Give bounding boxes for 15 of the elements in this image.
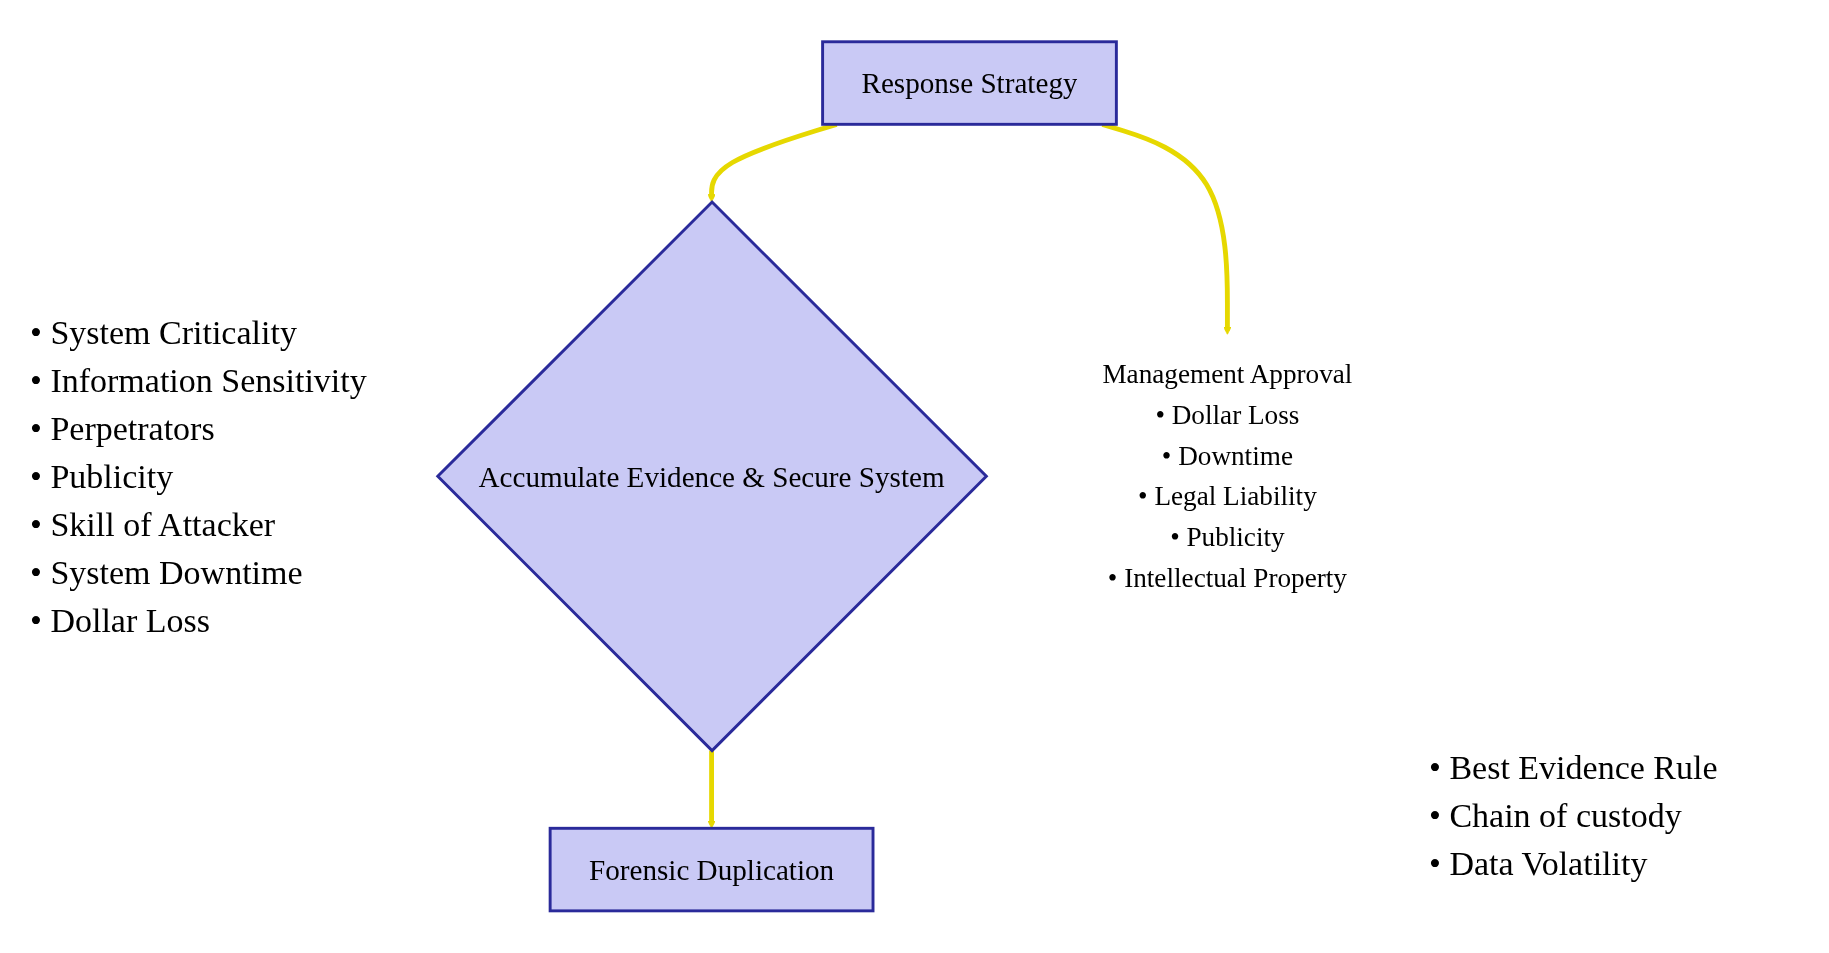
node-box: Forensic Duplication bbox=[548, 827, 875, 913]
list-item: • Chain of custody bbox=[1429, 797, 1683, 835]
list-item: • System Downtime bbox=[30, 553, 304, 592]
arrow bbox=[707, 750, 716, 829]
list-item: • Information Sensitivity bbox=[30, 361, 368, 400]
node-diamond: Accumulate Evidence & Secure System bbox=[435, 200, 989, 753]
list-item: • Perpetrators bbox=[30, 409, 216, 448]
list-item: • System Criticality bbox=[30, 313, 298, 352]
list-item: • Publicity bbox=[30, 457, 175, 496]
node-box: Response Strategy bbox=[821, 40, 1118, 126]
list-item: • Best Evidence Rule bbox=[1429, 749, 1719, 787]
list-item: • Data Volatility bbox=[1429, 845, 1649, 883]
node-text: Management Approval • Dollar Loss • Downtime • Legal Liability • Publicity • Intellectual Property bbox=[1102, 358, 1353, 594]
list-item: • Skill of Attacker bbox=[30, 505, 277, 544]
list-item: • Dollar Loss bbox=[30, 601, 211, 640]
